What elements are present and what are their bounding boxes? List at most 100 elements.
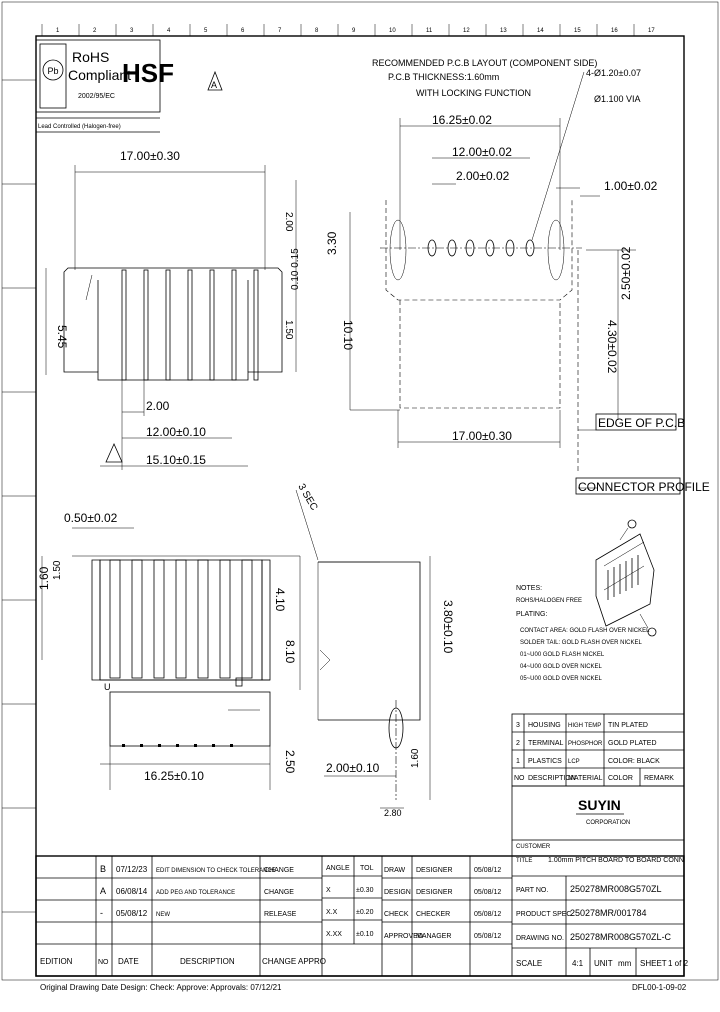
- rev-head-date: DATE: [118, 957, 139, 966]
- zone-number-top: 12: [463, 28, 470, 34]
- tol-head2: TOL: [360, 865, 374, 872]
- zone-number-top: 3: [130, 28, 134, 34]
- front-dim-right-a: 0.10 0.15: [290, 248, 301, 290]
- appr-role: CHECK: [384, 911, 409, 918]
- bottom-pin: [197, 559, 209, 679]
- bottom-dot: [140, 744, 143, 747]
- front-pin: [187, 269, 193, 381]
- bottom-u-mark-left: U: [104, 682, 111, 692]
- appr-date: 05/08/12: [474, 911, 501, 918]
- appr-date: 05/08/12: [474, 867, 501, 874]
- appr-role: APPROVED: [384, 933, 423, 940]
- title-block: CUSTOMER TITLE 1.00mm PITCH BOARD TO BOA…: [35, 840, 689, 977]
- rev-letter: -: [100, 908, 103, 918]
- zone-number-top: 2: [93, 28, 97, 34]
- side-dim-b: 1.60: [410, 748, 421, 768]
- bom-head-remark: REMARK: [644, 775, 674, 782]
- front-dim-right-b: 1.50: [283, 320, 294, 340]
- rev-head-by: CHANGE APPRO: [262, 957, 326, 966]
- rev-desc: ADD PEG AND TOLERANCE: [156, 890, 235, 896]
- bottom-view: 0.50±0.02 U 1.60 1.50 4.10 8.10 2.50 16.…: [37, 482, 319, 790]
- zone-number-top: 10: [389, 28, 396, 34]
- side-dim-c: 2.80: [384, 808, 402, 818]
- bottom-dot: [122, 744, 125, 747]
- front-pin: [121, 269, 127, 381]
- front-pin: [165, 269, 171, 381]
- rohs-line2: Compliant: [68, 67, 131, 83]
- notes-line-1: ROHS/HALOGEN FREE: [516, 598, 582, 604]
- front-dim-pitch: 2.00: [146, 399, 170, 413]
- bottom-pin: [175, 559, 187, 679]
- zone-number-top: 4: [167, 28, 171, 34]
- bom-no: 2: [516, 740, 520, 747]
- zone-number-top: 14: [537, 28, 544, 34]
- tb-part-label: PART NO.: [516, 887, 548, 894]
- bottom-dot: [230, 744, 233, 747]
- pcb-pad: [465, 239, 475, 257]
- bottom-pin: [109, 559, 121, 679]
- bom-mat: PHOSPHOR: [568, 741, 603, 747]
- tb-title-label: TITLE: [516, 858, 532, 864]
- tb-unit-label: UNIT: [594, 959, 613, 968]
- bottom-dim-left-a: 1.60: [37, 566, 51, 590]
- zone-number-top: 1: [56, 28, 60, 34]
- layout-title: RECOMMENDED P.C.B LAYOUT (COMPONENT SIDE…: [372, 58, 597, 68]
- bottom-dot: [158, 744, 161, 747]
- outer-frame: [1, 1, 719, 981]
- company-block: SUYIN CORPORATION: [511, 785, 685, 841]
- rev-head-no: NO: [98, 959, 109, 966]
- layout-locking: WITH LOCKING FUNCTION: [416, 88, 531, 98]
- layout-dim-4: 1.00±0.02: [604, 179, 658, 193]
- pcb-pad: [485, 239, 495, 257]
- bom-head-no: NO: [514, 775, 525, 782]
- zone-number-top: 5: [204, 28, 208, 34]
- zone-number-top: 7: [278, 28, 282, 34]
- rev-letter: B: [100, 864, 106, 874]
- bom-mat: HIGH TEMP: [568, 723, 601, 729]
- front-pin: [231, 269, 237, 381]
- revision-mark: A: [207, 70, 223, 91]
- bottom-pin: [241, 559, 253, 679]
- isometric-view: [595, 519, 657, 637]
- bom-finish: GOLD PLATED: [608, 740, 657, 747]
- bottom-angle-note: 3 SEC: [295, 482, 319, 513]
- tb-scale-label: SCALE: [516, 959, 542, 968]
- notes-line-2: PLATING:: [516, 611, 547, 618]
- tol-r2a: X.X: [326, 909, 338, 916]
- side-dim-a: 2.00±0.10: [326, 761, 380, 775]
- layout-dim-bottom: 17.00±0.30: [452, 429, 512, 443]
- tb-spec-label: PRODUCT SPEC.: [516, 911, 573, 918]
- bottom-dot: [194, 744, 197, 747]
- rohs-code: 2002/95/EC: [78, 93, 115, 100]
- layout-dim-1: 16.25±0.02: [432, 113, 492, 127]
- layout-dim-3: 2.00±0.02: [456, 169, 510, 183]
- appr-name: DESIGNER: [416, 867, 453, 874]
- tb-scale: 4:1: [572, 959, 584, 968]
- front-pin: [253, 269, 259, 381]
- tol-r1a: X: [326, 887, 331, 894]
- bottom-dim-right-c: 2.50: [283, 750, 297, 774]
- inner-frame: [35, 35, 685, 977]
- zone-number-top: 9: [352, 28, 356, 34]
- appr-date: 05/08/12: [474, 889, 501, 896]
- bottom-dot: [176, 744, 179, 747]
- front-dim-width: 17.00±0.30: [120, 149, 180, 163]
- bom-desc: TERMINAL: [528, 740, 564, 747]
- rev-by: RELEASE: [264, 911, 297, 918]
- rohs-brand: HSF: [122, 58, 174, 88]
- zone-number-top: 16: [611, 28, 618, 34]
- rev-head-edition: EDITION: [40, 957, 73, 966]
- layout-dim-right-b: 4.30±0.02: [605, 320, 619, 374]
- bom-mat: LCP: [568, 759, 580, 765]
- layout-dim-2: 12.00±0.02: [452, 145, 512, 159]
- bottom-dim-a: 0.50±0.02: [64, 511, 118, 525]
- bom-finish: TIN PLATED: [608, 722, 648, 729]
- pb-label: Pb: [47, 66, 58, 76]
- pcb-pad: [447, 239, 457, 257]
- bottom-dim-right-b: 8.10: [283, 640, 297, 664]
- appr-name: DESIGNER: [416, 889, 453, 896]
- zone-number-top: 15: [574, 28, 581, 34]
- pcb-pad: [427, 239, 437, 257]
- notes-item: SOLDER TAIL: GOLD FLASH OVER NICKEL: [520, 640, 642, 646]
